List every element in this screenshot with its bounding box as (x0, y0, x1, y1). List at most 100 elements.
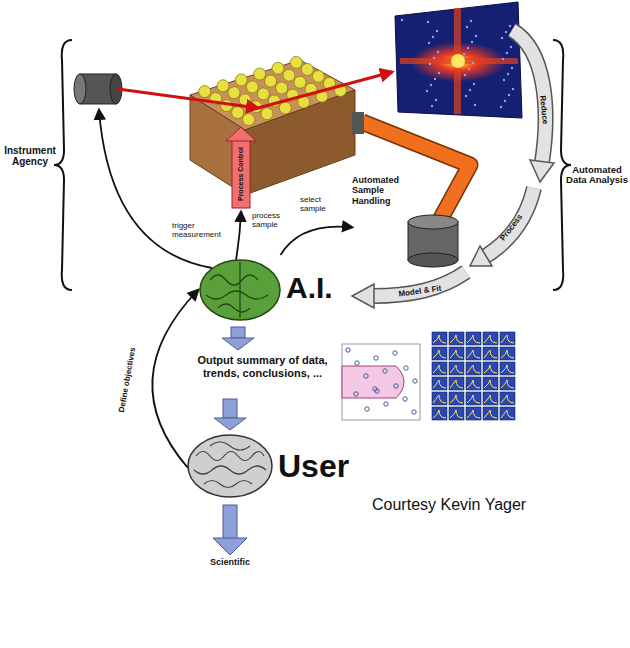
beam (258, 72, 392, 108)
data-point (394, 384, 398, 388)
diffraction-spot (435, 99, 437, 101)
diffraction-spot (429, 63, 431, 65)
result-peak (501, 410, 514, 418)
drawing-part (346, 348, 417, 414)
diffraction-spot (511, 67, 513, 69)
result-peak (450, 395, 463, 403)
diffraction-spot (436, 30, 438, 32)
ai-brain (200, 260, 280, 320)
result-panel (500, 407, 515, 420)
diffraction-spot (433, 57, 435, 59)
flow-arrow-head (222, 338, 254, 350)
result-panel (483, 377, 498, 390)
result-panel (466, 332, 481, 345)
sample-sphere (290, 56, 302, 68)
drawing-part (200, 260, 280, 320)
diffraction-spot (475, 35, 477, 37)
annotation-label: process sample (252, 212, 298, 230)
drawing-part (432, 332, 515, 420)
diffraction-spot (507, 73, 509, 75)
data-point (393, 351, 397, 355)
drawing-part (451, 54, 465, 68)
result-panel (483, 362, 498, 375)
sample-sphere (276, 82, 288, 94)
connector (152, 290, 198, 468)
diffraction-spot (473, 83, 475, 85)
drawing-part (408, 215, 458, 229)
drawing-part (408, 253, 458, 267)
result-peak (484, 350, 497, 358)
sample-sphere (261, 108, 273, 120)
left-bracket (54, 40, 72, 290)
detector-image (395, 2, 522, 118)
result-peak (433, 410, 446, 418)
diffraction-spot (512, 88, 514, 90)
diffraction-spot (506, 52, 508, 54)
result-panel (466, 347, 481, 360)
data-point (365, 407, 369, 411)
connector (281, 227, 353, 255)
diffraction-spot (510, 46, 512, 48)
sample-sphere (235, 74, 247, 86)
user-brain (188, 435, 272, 497)
connector (222, 327, 254, 350)
diffraction-spot (508, 94, 510, 96)
result-panel (500, 362, 515, 375)
diffraction-spot (503, 79, 505, 81)
result-panel (449, 332, 464, 345)
result-panel (483, 407, 498, 420)
result-peak (433, 365, 446, 373)
result-peak (467, 410, 480, 418)
result-peak (450, 365, 463, 373)
process-arrow (236, 212, 241, 260)
user-node: User (188, 432, 348, 504)
diffraction-spot (502, 58, 504, 60)
data-point (355, 361, 359, 365)
result-panel (449, 362, 464, 375)
result-panel (483, 347, 498, 360)
data-point (413, 379, 417, 383)
data-point (384, 402, 388, 406)
sample-sphere (279, 102, 291, 114)
data-point (404, 366, 408, 370)
drawing-part (226, 127, 256, 141)
node-text: Automated Sample Handling (352, 175, 424, 206)
result-peak (467, 335, 480, 343)
diffraction-spot (438, 72, 440, 74)
edge-label: Define objectives (118, 347, 138, 413)
drawing-part (206, 262, 268, 318)
diffraction-spot (428, 42, 430, 44)
data-point (346, 348, 350, 352)
result-panel (432, 362, 447, 375)
data-point (412, 410, 416, 414)
drawing-part (213, 538, 247, 555)
diffraction-spot (437, 51, 439, 53)
annotation-label: Automated Data Analysis (566, 165, 628, 186)
result-peak (433, 350, 446, 358)
result-peak (450, 380, 463, 388)
node-text: User (278, 448, 348, 485)
result-panel (483, 392, 498, 405)
sample-sphere (257, 88, 269, 100)
result-panel (432, 407, 447, 420)
drawing-part (486, 188, 534, 256)
diffraction-spot (426, 90, 428, 92)
ai-node: A.I. (198, 255, 348, 325)
result-peak (501, 335, 514, 343)
trigger-arrow (99, 110, 212, 268)
diffraction-spot (471, 41, 473, 43)
result-panel (483, 332, 498, 345)
connector-line (152, 290, 198, 468)
diffraction-spot (463, 53, 465, 55)
annotation-label: Instrument Agency (2, 145, 58, 167)
result-panel (500, 392, 515, 405)
diffraction-spot (430, 84, 432, 86)
result-peak (450, 350, 463, 358)
node-text: Output summary of data, trends, conclusi… (190, 354, 335, 379)
result-panel (432, 392, 447, 405)
data-point (373, 387, 377, 391)
sample-sphere (228, 87, 240, 99)
drawing-part (486, 188, 534, 256)
sample-sphere (265, 75, 277, 87)
diffraction-spot (474, 104, 476, 106)
